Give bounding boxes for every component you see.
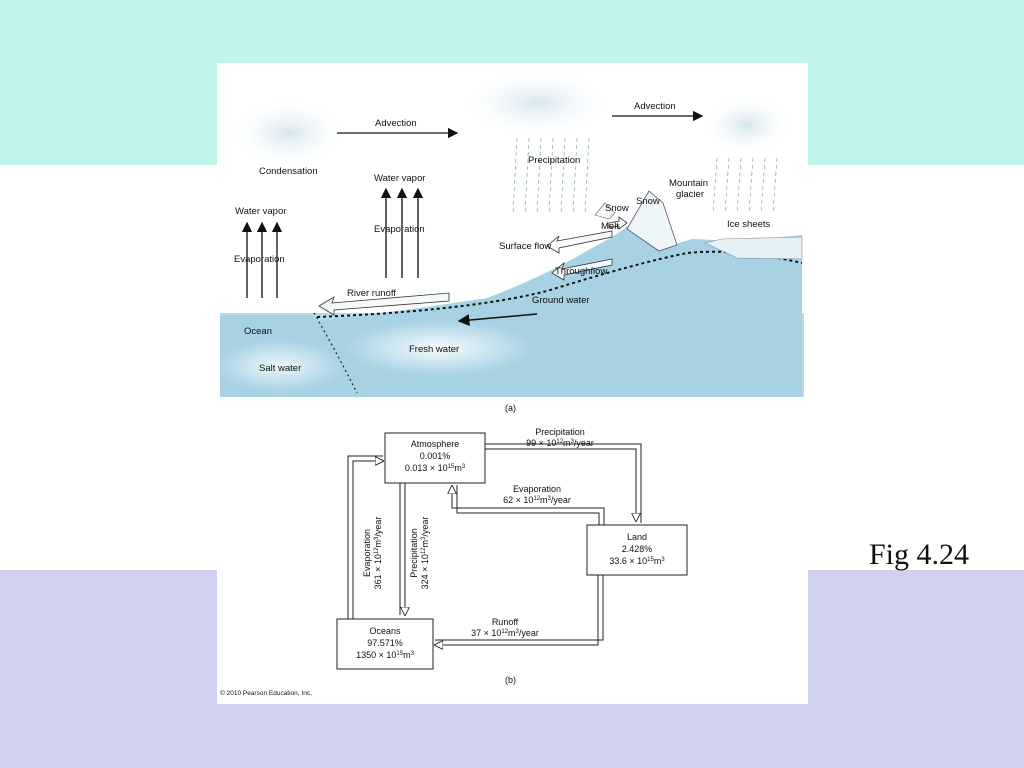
- land-volume: 33.6 × 1015m3: [609, 556, 665, 566]
- label-river-runoff: River runoff: [347, 288, 396, 299]
- ice-sheets-shape: [704, 236, 803, 260]
- copyright-text: © 2010 Pearson Education, Inc.: [220, 689, 312, 697]
- flow-runoff-outer: [435, 575, 604, 641]
- figure-label: Fig 4.24: [869, 538, 970, 571]
- label-salt-water: Salt water: [259, 363, 301, 374]
- panel-a-labels: Advection Advection Condensation Precipi…: [234, 101, 771, 374]
- fresh-water-zone: [344, 320, 534, 376]
- salt-water-zone: [217, 340, 344, 392]
- label-surface-flow: Surface flow: [499, 241, 551, 252]
- precip-land-label: Precipitation: [535, 427, 585, 437]
- landscape: [217, 190, 804, 397]
- atmosphere-percent: 0.001%: [420, 451, 451, 461]
- flow-evap-land-outer: [456, 485, 600, 525]
- surface-flow-arrow: [546, 230, 613, 254]
- atmosphere-text: Atmosphere 0.001% 0.013 × 1015m3: [405, 439, 466, 473]
- atmosphere-box: [384, 432, 486, 484]
- label-evaporation-left: Evaporation: [234, 254, 285, 265]
- cloud-right: [699, 93, 795, 157]
- atmosphere-name: Atmosphere: [411, 439, 460, 449]
- throughflow-arrow: [551, 258, 613, 281]
- cloud-precipitation: [459, 67, 615, 139]
- mountain-glacier-shape: [626, 190, 678, 252]
- runoff-value: 37 × 1012m3/year: [471, 628, 539, 638]
- label-precipitation: Precipitation: [528, 155, 580, 166]
- label-ground-water: Ground water: [532, 295, 590, 306]
- label-fresh-water: Fresh water: [409, 344, 459, 355]
- precip-ocean-label: Precipitation: [409, 528, 419, 578]
- rain-streaks: [512, 137, 778, 214]
- label-melt: Melt: [601, 221, 619, 232]
- evap-ocean-label: Evaporation: [362, 529, 372, 577]
- caption-a: (a): [505, 403, 516, 413]
- caption-b: (b): [505, 675, 516, 685]
- land-percent: 2.428%: [622, 544, 653, 554]
- salt-fresh-boundary: [313, 312, 358, 394]
- oceans-text: Oceans 97.571% 1350 × 1015m3: [356, 626, 414, 660]
- label-snow-left: Snow: [605, 203, 629, 214]
- label-ice-sheets: Ice sheets: [727, 219, 771, 230]
- water-cycle-figure: Advection Advection Condensation Precipi…: [217, 67, 804, 697]
- cloud-condensation: [227, 97, 351, 169]
- label-water-vapor-left: Water vapor: [235, 206, 286, 217]
- label-advection-left: Advection: [375, 118, 417, 129]
- evaporation-arrows-mid: [380, 187, 424, 278]
- precip-land-value: 99 × 1012m3/year: [526, 438, 594, 448]
- label-evaporation-mid: Evaporation: [374, 224, 425, 235]
- flow-precip-land-outer: [485, 443, 642, 523]
- land-box: [586, 524, 688, 576]
- label-ocean: Ocean: [244, 326, 272, 337]
- evap-ocean-vertical: Evaporation 361 × 1012m3/year: [362, 517, 383, 590]
- label-glacier: glacier: [676, 189, 704, 200]
- flow-evap-land-inner: [452, 486, 605, 525]
- oceans-percent: 97.571%: [367, 638, 403, 648]
- atmosphere-volume: 0.013 × 1015m3: [405, 463, 466, 473]
- flow-precip-land-inner: [485, 448, 636, 521]
- label-advection-right: Advection: [634, 101, 676, 112]
- evap-land-label: Evaporation: [513, 484, 561, 494]
- ground-water-arrow: [457, 313, 538, 327]
- runoff-label: Runoff: [492, 617, 519, 627]
- evap-land-value: 62 × 1012m3/year: [503, 495, 571, 505]
- oceans-name: Oceans: [369, 626, 401, 636]
- label-throughflow: Throughflow: [555, 266, 607, 277]
- land-text: Land 2.428% 33.6 × 1015m3: [609, 532, 665, 566]
- snow-patch-left: [594, 202, 616, 220]
- label-water-vapor-mid: Water vapor: [374, 173, 425, 184]
- flow-evap-ocean-inner: [352, 461, 383, 619]
- label-condensation: Condensation: [259, 166, 318, 177]
- oceans-volume: 1350 × 1015m3: [356, 650, 414, 660]
- evaporation-arrows-left: [241, 221, 283, 298]
- oceans-box: [336, 618, 434, 670]
- figure-panel: Advection Advection Condensation Precipi…: [217, 63, 808, 704]
- evap-ocean-value: 361 × 1012m3/year: [373, 517, 383, 590]
- land-name: Land: [627, 532, 647, 542]
- label-mountain: Mountain: [669, 178, 708, 189]
- flow-evap-ocean-outer: [347, 455, 383, 619]
- river-runoff-arrow: [318, 292, 450, 316]
- melt-arrow: [608, 216, 628, 230]
- label-snow-right: Snow: [636, 196, 660, 207]
- precip-ocean-vertical: Precipitation 324 × 1012m3/year: [409, 517, 430, 590]
- clouds: [227, 67, 795, 169]
- flow-runoff-inner: [435, 575, 599, 645]
- precip-ocean-value: 324 × 1012m3/year: [420, 517, 430, 590]
